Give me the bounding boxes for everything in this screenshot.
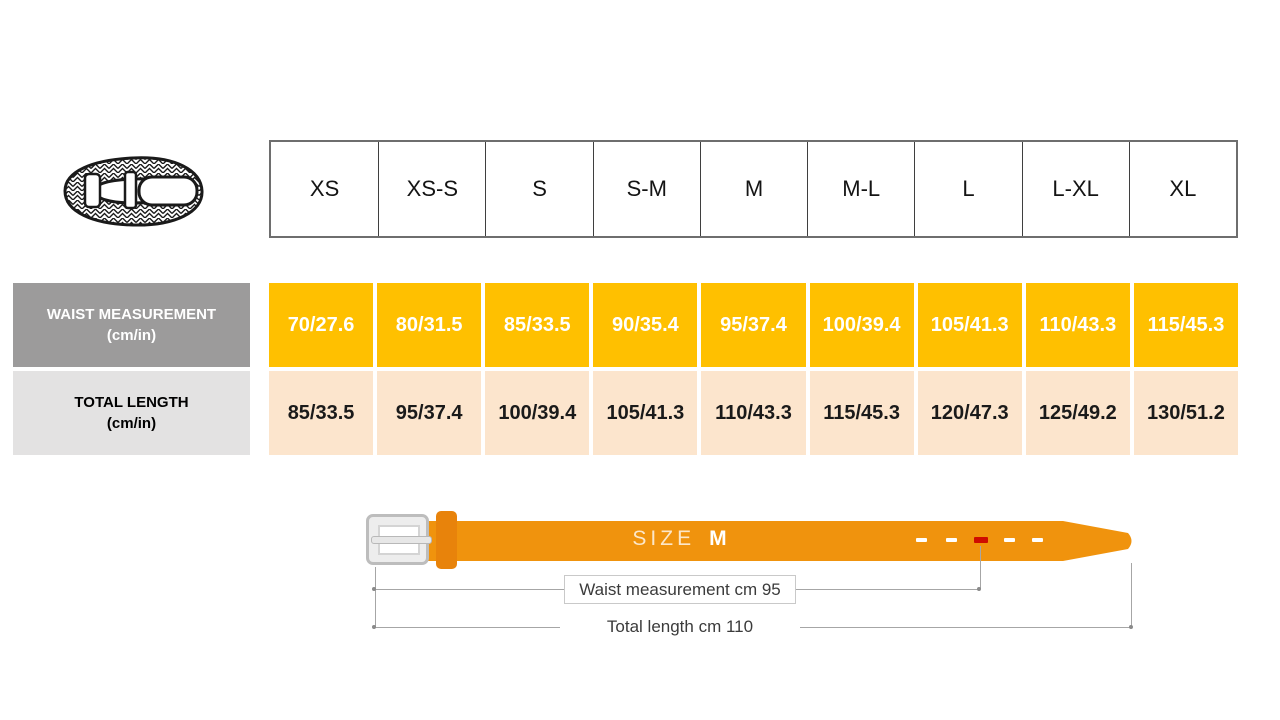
row-label-text: TOTAL LENGTH — [74, 394, 189, 411]
length-value-cell: 105/41.3 — [593, 371, 698, 455]
size-header-row: XS XS-S S S-M M M-L L L-XL XL — [269, 140, 1238, 238]
guide-line-tip — [1131, 563, 1132, 627]
size-header-cell: L — [914, 142, 1021, 236]
length-value-cell: 95/37.4 — [377, 371, 482, 455]
illustration-belt-tip — [137, 175, 199, 207]
waist-value-cell: 85/33.5 — [485, 283, 590, 367]
length-value-cell: 120/47.3 — [917, 371, 1022, 455]
row-label-unit: (cm/in) — [106, 327, 157, 344]
waist-value-cell: 110/43.3 — [1025, 283, 1130, 367]
size-header-cell: M — [699, 142, 807, 236]
row-label-unit: (cm/in) — [106, 415, 157, 432]
belt-hole — [916, 538, 927, 542]
size-header-cell: XL — [1128, 142, 1236, 236]
belt-buckle-prong — [371, 536, 432, 544]
braided-belt-illustration — [63, 156, 204, 227]
size-label: SIZE — [632, 527, 696, 550]
belt-keeper — [436, 511, 457, 569]
size-header-cell: M-L — [807, 142, 914, 236]
line-end-dot — [1129, 625, 1133, 629]
belt-hole-marked — [974, 537, 988, 543]
belt-hole — [1032, 538, 1043, 542]
total-length-row-label: TOTAL LENGTH (cm/in) — [13, 371, 250, 455]
length-value-cell: 110/43.3 — [701, 371, 806, 455]
illustration-buckle — [83, 172, 102, 209]
belt-size-text: SIZE M — [570, 527, 790, 551]
waist-value-cell: 70/27.6 — [269, 283, 374, 367]
waist-measurement-values-row: 70/27.6 80/31.5 85/33.5 90/35.4 95/37.4 … — [269, 283, 1238, 367]
waist-annotation-box: Waist measurement cm 95 — [564, 575, 796, 604]
length-value-cell: 115/45.3 — [809, 371, 914, 455]
length-value-cell: 125/49.2 — [1025, 371, 1130, 455]
waist-value-cell: 80/31.5 — [377, 283, 482, 367]
row-label-text: WAIST MEASUREMENT — [46, 306, 217, 323]
line-end-dot — [372, 625, 376, 629]
belt-hole — [946, 538, 957, 542]
illustration-keeper — [123, 170, 138, 210]
line-end-dot — [372, 587, 376, 591]
waist-value-cell: 100/39.4 — [809, 283, 914, 367]
guide-line-hole — [980, 546, 981, 589]
length-value-cell: 130/51.2 — [1133, 371, 1238, 455]
total-length-annotation: Total length cm 110 — [560, 613, 800, 640]
belt-hole — [1004, 538, 1015, 542]
length-value-cell: 85/33.5 — [269, 371, 374, 455]
waist-value-cell: 105/41.3 — [917, 283, 1022, 367]
size-header-cell: S-M — [592, 142, 700, 236]
belt-strap — [419, 521, 1132, 561]
guide-line-left — [375, 567, 376, 628]
size-header-cell: XS-S — [378, 142, 485, 236]
waist-value-cell: 115/45.3 — [1133, 283, 1238, 367]
total-length-values-row: 85/33.5 95/37.4 100/39.4 105/41.3 110/43… — [269, 371, 1238, 455]
waist-value-cell: 95/37.4 — [701, 283, 806, 367]
waist-measurement-row-label: WAIST MEASUREMENT (cm/in) — [13, 283, 250, 367]
size-header-cell: XS — [309, 176, 340, 201]
length-value-cell: 100/39.4 — [485, 371, 590, 455]
size-header-cell: L-XL — [1021, 142, 1129, 236]
size-value: M — [709, 527, 728, 550]
line-end-dot — [977, 587, 981, 591]
waist-value-cell: 90/35.4 — [593, 283, 698, 367]
size-header-cell: S — [485, 142, 592, 236]
